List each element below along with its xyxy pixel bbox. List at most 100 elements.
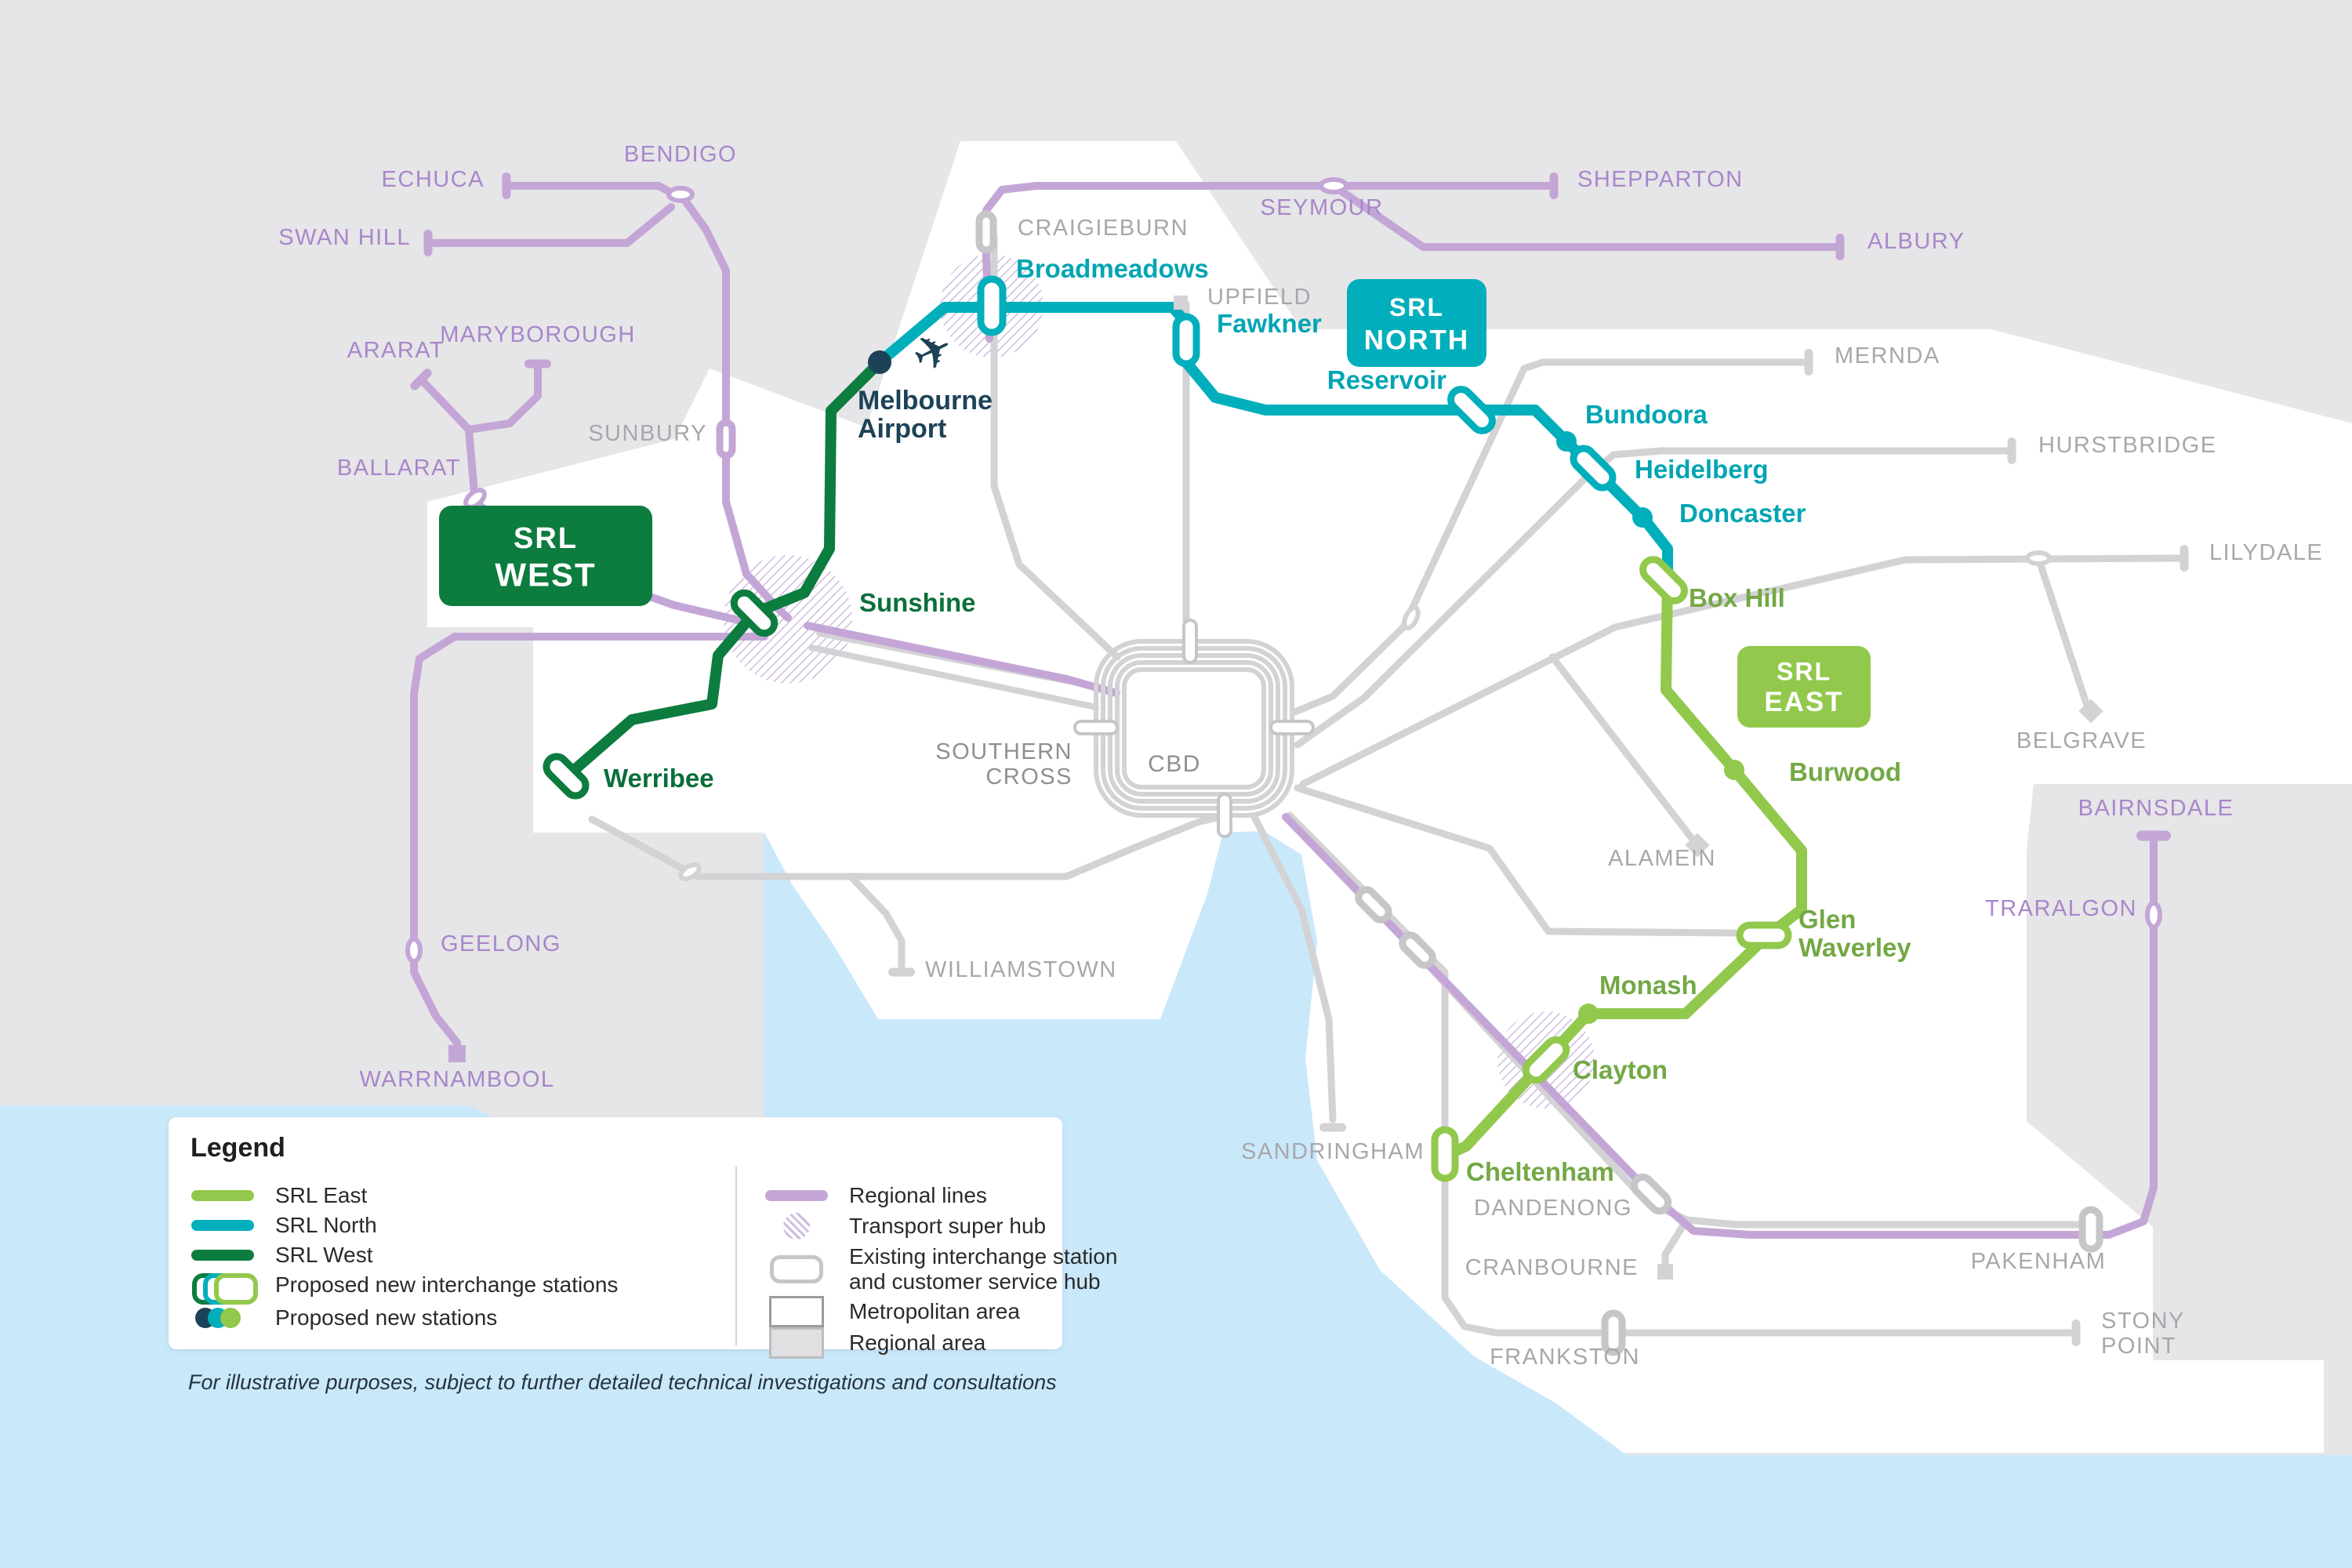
label-williamstown: WILLIAMSTOWN (925, 957, 1117, 982)
station-pakenham-pill (2078, 1206, 2103, 1253)
station-frankston-pill (1601, 1309, 1626, 1356)
cbd-loop-station-tick (1073, 720, 1119, 735)
station-reservoir-pill (1447, 386, 1496, 434)
label-ballarat: BALLARAT (337, 456, 461, 481)
station-broadmeadows-pill (977, 275, 1007, 336)
label-monash: Monash (1599, 971, 1697, 1000)
terminus-ararat (410, 368, 432, 390)
terminus-cranbourne (1657, 1264, 1673, 1279)
station-sunshine-pill (730, 589, 779, 637)
legend-item-metro-area: Metropolitan area (764, 1296, 1020, 1327)
terminus-bairnsdale (2136, 830, 2171, 841)
legend-panel: Legend SRL East SRL North SRL West Propo… (169, 1117, 1117, 1359)
label-doncaster: Doncaster (1679, 499, 1806, 528)
terminus-hurstbridge (2007, 437, 2016, 464)
label-alamein: ALAMEIN (1608, 846, 1716, 871)
terminus-lilydale (2180, 545, 2189, 572)
label-heidelberg: Heidelberg (1635, 455, 1769, 484)
label-traralgon: TRARALGON (1985, 896, 2137, 921)
terminus-shepparton (1549, 172, 1559, 199)
label-point: POINT (2101, 1334, 2176, 1359)
label-burwood: Burwood (1789, 757, 1901, 786)
legend-item-new-stations: Proposed new stations (191, 1305, 497, 1330)
label-broadmeadows: Broadmeadows (1016, 254, 1209, 283)
terminus-belgrave (2078, 699, 2103, 724)
label-cranbourne: CRANBOURNE (1465, 1255, 1639, 1280)
srl-east-line-icon (191, 1190, 255, 1201)
water-band (1615, 1455, 2352, 1568)
label-boxhill: Box Hill (1689, 583, 1785, 612)
terminus-sandringham (1319, 1123, 1346, 1132)
badge-srl-east-line2: EAST (1764, 687, 1843, 717)
line-west-corridor-gray2 (808, 644, 1099, 710)
cbd-loop-station-tick (1182, 619, 1198, 664)
label-fawkner: Fawkner (1217, 309, 1322, 338)
label-bairnsdale: BAIRNSDALE (2078, 796, 2234, 821)
label-sunshine: Sunshine (859, 588, 976, 617)
legend-item-regional-lines: Regional lines (764, 1183, 987, 1208)
label-lilydale: LILYDALE (2209, 540, 2323, 565)
label-reservoir: Reservoir (1327, 365, 1446, 394)
station-bundoora-dot (1556, 431, 1577, 452)
line-maryborough (465, 361, 542, 434)
label-hurstbridge: HURSTBRIDGE (2038, 433, 2217, 458)
label-shepparton: SHEPPARTON (1577, 167, 1744, 192)
label-cbd: CBD (1148, 751, 1201, 777)
station-heidelberg-pill (1570, 445, 1617, 492)
station-burwood-dot (1724, 760, 1744, 780)
srl-west-line-icon (191, 1250, 255, 1261)
station-cheltenham-pill (1431, 1126, 1459, 1182)
station-mernda-line-dot (1402, 604, 1421, 631)
station-doncaster-dot (1632, 507, 1653, 528)
station-sunbury-pill (716, 419, 736, 459)
label-clayton: Clayton (1573, 1055, 1668, 1084)
terminus-albury (1835, 234, 1845, 260)
label-upfield: UPFIELD (1207, 285, 1312, 310)
label-bundoora: Bundoora (1585, 400, 1708, 429)
line-alamein-gray (1548, 653, 1697, 844)
label-glen: Glen (1798, 905, 1856, 934)
station-monash-dot (1578, 1004, 1599, 1024)
cbd-loop-station-tick (1269, 720, 1315, 735)
line-mernda-gray (1291, 358, 1809, 716)
legend-item-srl-west: SRL West (191, 1243, 372, 1268)
regional-line-icon (764, 1190, 829, 1201)
badge-srl-west (439, 506, 652, 606)
station-richmond-pill (1355, 886, 1392, 924)
terminus-mernda (1804, 349, 1813, 376)
legend-item-regional-area: Regional area (764, 1327, 985, 1359)
super-hub-icon (764, 1213, 829, 1240)
legend-item-super-hub: Transport super hub (764, 1213, 1046, 1240)
label-cross: CROSS (985, 764, 1073, 789)
label-melbourne: Melbourne (858, 386, 993, 416)
line-sandringham-gray (1250, 813, 1337, 1123)
label-mernda: MERNDA (1835, 343, 1940, 368)
station-dandenong-pill (1630, 1173, 1672, 1215)
label-sandringham: SANDRINGHAM (1241, 1139, 1425, 1164)
label-pakenham: PAKENHAM (1971, 1249, 2107, 1274)
terminus-swanhill (423, 230, 433, 256)
line-swanhill (429, 203, 675, 247)
disclaimer-text: For illustrative purposes, subject to fu… (188, 1370, 1057, 1394)
label-craigieburn: CRAIGIEBURN (1018, 216, 1189, 241)
interchange-stations-icon (191, 1273, 258, 1305)
metropolitan-area (427, 141, 2352, 1453)
badge-srl-north-line1: SRL (1389, 293, 1444, 321)
label-seymour: SEYMOUR (1260, 195, 1383, 220)
line-geelong (410, 633, 768, 1056)
label-sunbury: SUNBURY (588, 421, 707, 446)
label-belgrave: BELGRAVE (2016, 728, 2147, 753)
label-airport: Airport (858, 414, 946, 444)
station-ballarat-dot (463, 488, 487, 510)
legend-item-srl-north: SRL North (191, 1213, 377, 1238)
legend-item-srl-east: SRL East (191, 1183, 367, 1208)
label-werribee: Werribee (604, 764, 714, 793)
station-bendigo-dot (666, 186, 695, 203)
badge-srl-north-line2: NORTH (1364, 325, 1469, 356)
label-dandenong: DANDENONG (1474, 1196, 1632, 1221)
badge-srl-west-line1: SRL (514, 522, 578, 555)
line-cranbourne-gray (1661, 1218, 1690, 1271)
cbd-loop-station-tick (1217, 793, 1232, 838)
line-belgrave-gray (2034, 554, 2091, 710)
